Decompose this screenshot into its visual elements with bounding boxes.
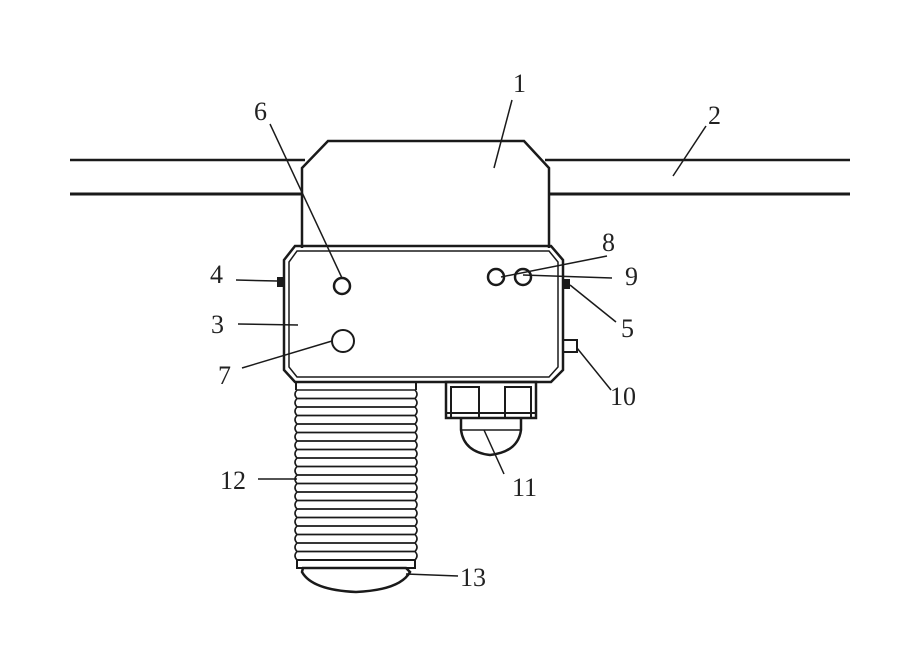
hole-7 [331,329,355,353]
side-connector-10 [562,339,578,353]
hole-9 [513,267,533,287]
top-carriage-block [300,139,551,248]
side-bolt-5 [563,279,570,289]
bellows-rib [294,457,418,468]
rail [70,158,850,196]
label-6: 6 [254,97,267,126]
label-7: 7 [218,361,231,390]
label-13: 13 [460,563,486,592]
bellows-rib [294,414,418,425]
bellows-rib [294,406,418,417]
bottom-lamp-13 [300,566,412,594]
leader-lines [235,99,707,577]
bellows-rib [294,440,418,451]
bellows-rib [294,431,418,442]
bellows-rib [294,474,418,485]
bellows-rib [294,423,418,434]
bellows-rib [294,550,418,561]
bellows-rib [294,542,418,553]
bellows-rib [294,516,418,527]
bellows-rib [294,482,418,493]
main-housing [282,244,565,384]
label-5: 5 [621,314,634,343]
bellows-rib [294,491,418,502]
label-1: 1 [513,69,526,98]
bellows-rib [294,448,418,459]
bellows-tube [294,382,418,569]
label-11: 11 [512,473,537,502]
bellows-rib [294,533,418,544]
label-10: 10 [610,382,636,411]
label-3: 3 [211,310,224,339]
label-12: 12 [220,466,246,495]
label-9: 9 [625,262,638,291]
label-2: 2 [708,101,721,130]
hole-6 [332,276,352,296]
bellows-rib [294,499,418,510]
bellows-rib [294,397,418,408]
bellows-rib [294,508,418,519]
reference-numerals: 1 2 6 8 4 9 3 5 7 10 11 12 13 [210,69,721,592]
bellows-rib [294,389,418,400]
side-bolt-4 [277,277,284,287]
bellows-rib [294,465,418,476]
label-4: 4 [210,260,223,289]
sensor-unit-11 [444,380,538,457]
bellows-rib [294,525,418,536]
label-8: 8 [602,228,615,257]
